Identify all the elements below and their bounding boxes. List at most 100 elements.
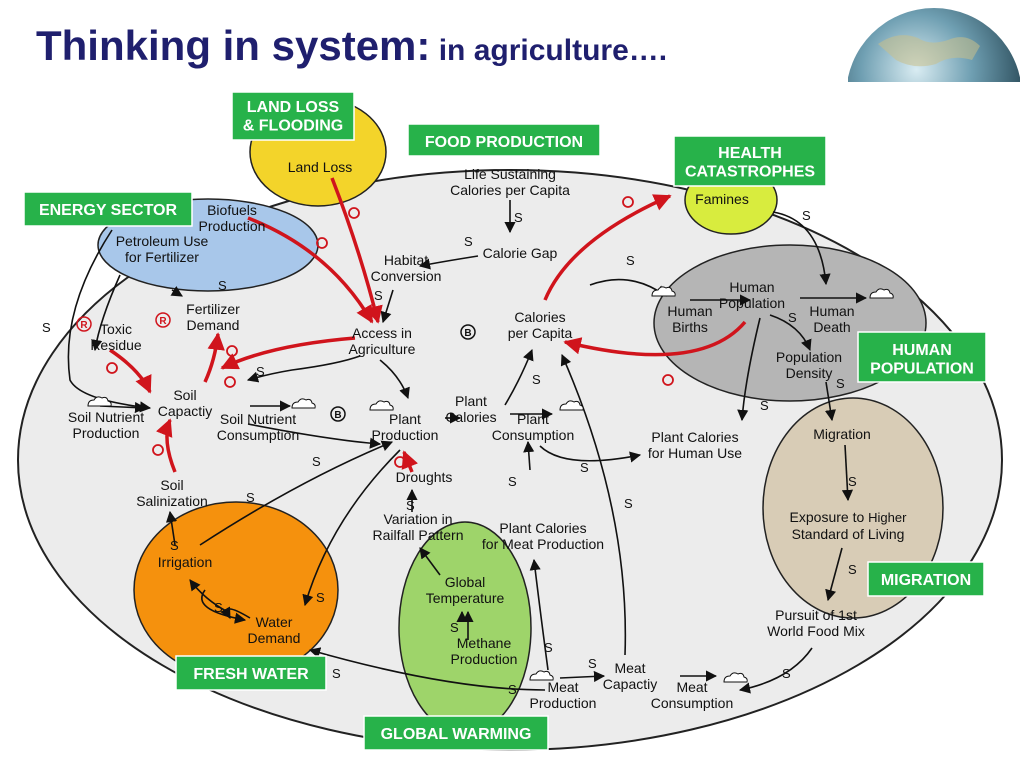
exposure-suffix: Higher [868, 510, 907, 525]
tag-human-population [857, 331, 987, 383]
tag-food-production-text: FOOD PRODUCTION [425, 134, 583, 151]
polarity-o-icon [662, 374, 674, 386]
node-exposure-line2: Standard of Living [792, 526, 905, 542]
balancing-loop-label: B [334, 410, 341, 421]
polarity-o-icon [394, 456, 406, 468]
link-gap-to-habitat [418, 255, 479, 270]
polarity-s: S [464, 234, 473, 249]
cloud-icon [291, 398, 316, 409]
polarity-o-icon [152, 444, 164, 456]
link-meat-production-to-plant [529, 558, 549, 671]
link-soil-to-production [247, 423, 382, 449]
reinforcing-links [109, 177, 747, 473]
link-temperature-to-rainfall [419, 547, 441, 576]
polarity-s: S [626, 253, 635, 268]
red-link-landloss-to-access [330, 177, 383, 324]
polarity-s: S [788, 310, 797, 325]
tag-migration [867, 561, 985, 597]
link-irrigation-to-production [199, 440, 394, 546]
node-land-loss: Land Loss [288, 159, 353, 175]
cloud-icon [87, 396, 112, 407]
node-famines: Famines [695, 191, 749, 207]
water-region [133, 501, 339, 679]
polarity-s: S [848, 474, 857, 489]
cloud-icon [869, 288, 894, 299]
polarity-o-icon [224, 376, 236, 388]
polarity-s: S [332, 666, 341, 681]
tag-energy [23, 191, 193, 227]
link-famines-to-death [772, 211, 831, 286]
cloud-icon [369, 400, 394, 411]
tag-fresh-water [175, 655, 327, 691]
link-water-to-irrigation [189, 579, 229, 613]
polarity-s: S [312, 454, 321, 469]
link-access-to-consumption [246, 355, 361, 383]
link-petroleum-to-toxic [91, 274, 121, 352]
polarity-s: S [42, 320, 51, 335]
link-habitat-to-access [380, 289, 394, 324]
slide-title: Thinking in system: in agriculture…. [36, 22, 667, 70]
globe-image [848, 4, 1020, 82]
polarity-s: S [514, 210, 523, 225]
polarity-s: S [214, 600, 223, 615]
polarity-s: S [218, 278, 227, 293]
tag-energy-text: ENERGY SECTOR [39, 202, 178, 219]
node-migration: Migration [813, 426, 871, 442]
cloud-icons [87, 286, 894, 683]
cloud-icon [651, 286, 676, 297]
red-link-biofuels-to-access [247, 216, 374, 324]
link-water-loop [220, 606, 251, 619]
link-population-to-human-use [737, 317, 761, 422]
polarity-s: S [802, 208, 811, 223]
link-exposure-to-pursuit [825, 547, 843, 602]
red-link-population-to-capita [563, 320, 747, 357]
cloud-icon [529, 670, 554, 681]
red-link-droughts-to-production [401, 450, 418, 473]
polarity-s: S [544, 640, 553, 655]
polarity-s: S [588, 656, 597, 671]
balancing-loop-icon [460, 324, 476, 340]
polarity-s: S [782, 666, 791, 681]
tag-food-production [407, 123, 601, 157]
polarity-s: S [624, 496, 633, 511]
tag-land-loss-text: LAND LOSS& FLOODING [243, 99, 343, 134]
polarity-s: S [836, 376, 845, 391]
link-irrigation-to-salinization [165, 510, 178, 546]
node-droughts: Droughts [396, 469, 453, 485]
node-calorie-gap: Calorie Gap [483, 245, 558, 261]
cloud-icon [723, 672, 748, 683]
same-polarity-markers: S S S S S S S S S S S S S S S S S S S S … [42, 208, 857, 697]
link-pursuit-to-meat-consumption [738, 647, 813, 694]
balancing-loop-icon [330, 406, 346, 422]
exposure-prefix: Exposure to [790, 509, 869, 525]
reinforcing-loop-label: R [159, 316, 167, 327]
red-link-soil-to-fertilizer [203, 332, 225, 383]
link-meat-capacity-to-capita [560, 353, 627, 656]
polarity-s: S [508, 474, 517, 489]
polarity-o-icon [622, 196, 634, 208]
tag-migration-text: MIGRATION [881, 572, 971, 589]
link-meat-production-to-capacity [559, 670, 606, 683]
